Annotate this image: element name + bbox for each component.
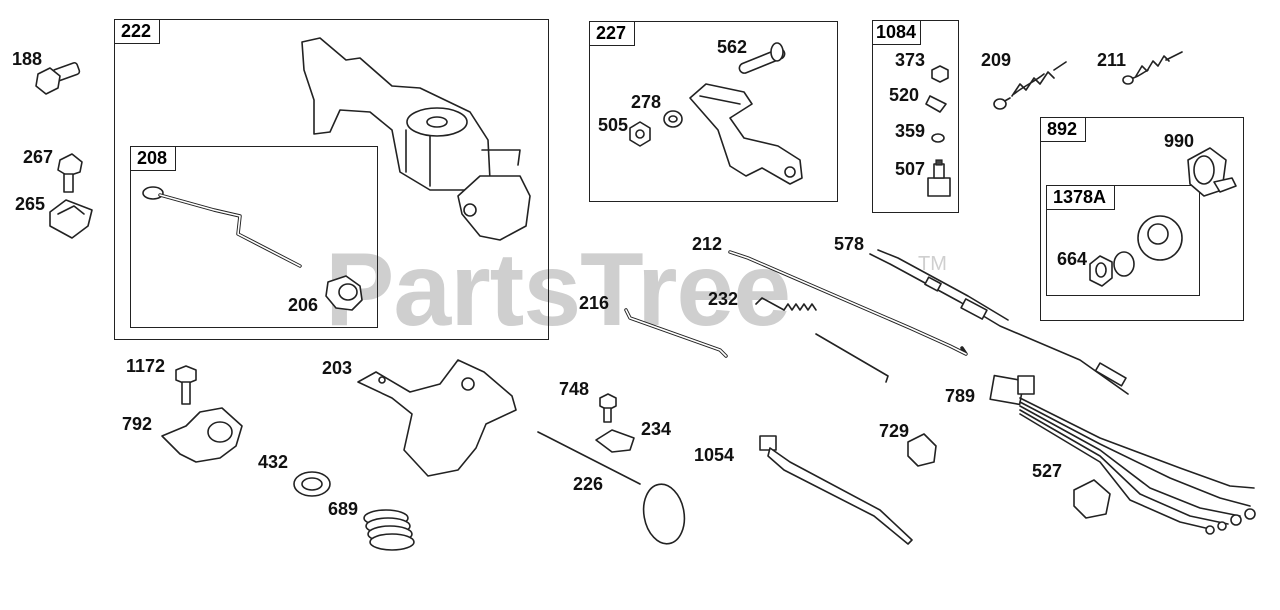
control-lever-227[interactable] — [689, 83, 803, 185]
part-label-527[interactable]: 527 — [1032, 461, 1063, 481]
washer-278[interactable] — [663, 110, 683, 128]
part-label-562[interactable]: 562 — [717, 37, 748, 57]
part-label-265[interactable]: 265 — [15, 194, 46, 214]
rod-212[interactable] — [728, 250, 968, 356]
screw-267[interactable] — [57, 153, 83, 193]
part-label-505[interactable]: 505 — [598, 115, 629, 135]
bolt-188[interactable] — [35, 61, 81, 95]
part-label-520[interactable]: 520 — [889, 85, 920, 105]
clip-265[interactable] — [49, 199, 93, 239]
group-box-1378A: 1378A — [1046, 185, 1200, 296]
clip-527[interactable] — [1073, 479, 1111, 519]
part-label-689[interactable]: 689 — [328, 499, 359, 519]
group-box-208: 208 — [130, 146, 378, 328]
screw-748[interactable] — [599, 393, 617, 423]
group-tag-208: 208 — [131, 147, 177, 171]
part-label-206[interactable]: 206 — [288, 295, 319, 315]
wire-harness-789[interactable] — [989, 374, 1256, 535]
part-label-234[interactable]: 234 — [641, 419, 672, 439]
group-tag-227: 227 — [590, 22, 636, 46]
part-label-664[interactable]: 664 — [1057, 249, 1088, 269]
key-switch-1378A[interactable] — [1113, 215, 1183, 277]
part-label-188[interactable]: 188 — [12, 49, 43, 69]
bushing-432[interactable] — [293, 471, 331, 497]
part-label-729[interactable]: 729 — [879, 421, 910, 441]
group-tag-1084: 1084 — [873, 21, 922, 45]
group-box-222: 222 — [114, 19, 549, 340]
part-label-359[interactable]: 359 — [895, 121, 926, 141]
rod-216[interactable] — [624, 308, 728, 358]
cable-578[interactable] — [869, 249, 1129, 395]
part-label-1172[interactable]: 1172 — [126, 356, 166, 376]
clip-234[interactable] — [595, 429, 635, 453]
part-label-211[interactable]: 211 — [1097, 50, 1127, 70]
group-tag-222: 222 — [115, 20, 161, 44]
choke-wire-226[interactable] — [537, 431, 689, 547]
spring-689[interactable] — [363, 509, 415, 551]
ignition-switch-990[interactable] — [1187, 147, 1237, 197]
group-box-1084: 1084 — [872, 20, 959, 213]
group-tag-1378A: 1378A — [1047, 186, 1116, 210]
group-tag-892: 892 — [1041, 118, 1087, 142]
part-label-1054[interactable]: 1054 — [694, 445, 735, 465]
part-label-216[interactable]: 216 — [579, 293, 610, 313]
switch-507[interactable] — [927, 159, 951, 197]
cable-tie-1054[interactable] — [759, 435, 913, 545]
part-label-792[interactable]: 792 — [122, 414, 153, 434]
clip-520[interactable] — [925, 95, 947, 113]
part-label-278[interactable]: 278 — [631, 92, 662, 112]
spring-232[interactable] — [755, 297, 889, 383]
group-box-227: 227 — [589, 21, 838, 202]
nut-206[interactable] — [325, 275, 363, 311]
governor-rod-208[interactable] — [142, 186, 302, 268]
spring-211[interactable] — [1122, 51, 1183, 85]
bracket-792[interactable] — [161, 407, 243, 463]
watermark-logo: PartsTree — [325, 232, 791, 348]
nut-664[interactable] — [1089, 255, 1113, 287]
part-label-507[interactable]: 507 — [895, 159, 926, 179]
part-label-748[interactable]: 748 — [559, 379, 590, 399]
part-label-789[interactable]: 789 — [945, 386, 976, 406]
nut-373[interactable] — [931, 65, 949, 83]
spring-209[interactable] — [993, 61, 1067, 110]
screw-1172[interactable] — [175, 365, 197, 405]
part-label-432[interactable]: 432 — [258, 452, 289, 472]
part-label-203[interactable]: 203 — [322, 358, 353, 378]
part-label-578[interactable]: 578 — [834, 234, 865, 254]
washer-359[interactable] — [931, 133, 945, 143]
clip-729[interactable] — [907, 433, 937, 467]
part-label-212[interactable]: 212 — [692, 234, 723, 254]
watermark-trademark: TM — [918, 253, 947, 275]
part-label-267[interactable]: 267 — [23, 147, 54, 167]
governor-bracket-222[interactable] — [301, 37, 531, 241]
group-box-892: 892 — [1040, 117, 1244, 321]
pin-562[interactable] — [738, 42, 786, 75]
part-label-209[interactable]: 209 — [981, 50, 1012, 70]
part-label-232[interactable]: 232 — [708, 289, 739, 309]
part-label-990[interactable]: 990 — [1164, 131, 1195, 151]
bracket-plate-203[interactable] — [357, 359, 517, 477]
part-label-373[interactable]: 373 — [895, 50, 926, 70]
nut-505[interactable] — [629, 121, 651, 147]
part-label-226[interactable]: 226 — [573, 474, 604, 494]
